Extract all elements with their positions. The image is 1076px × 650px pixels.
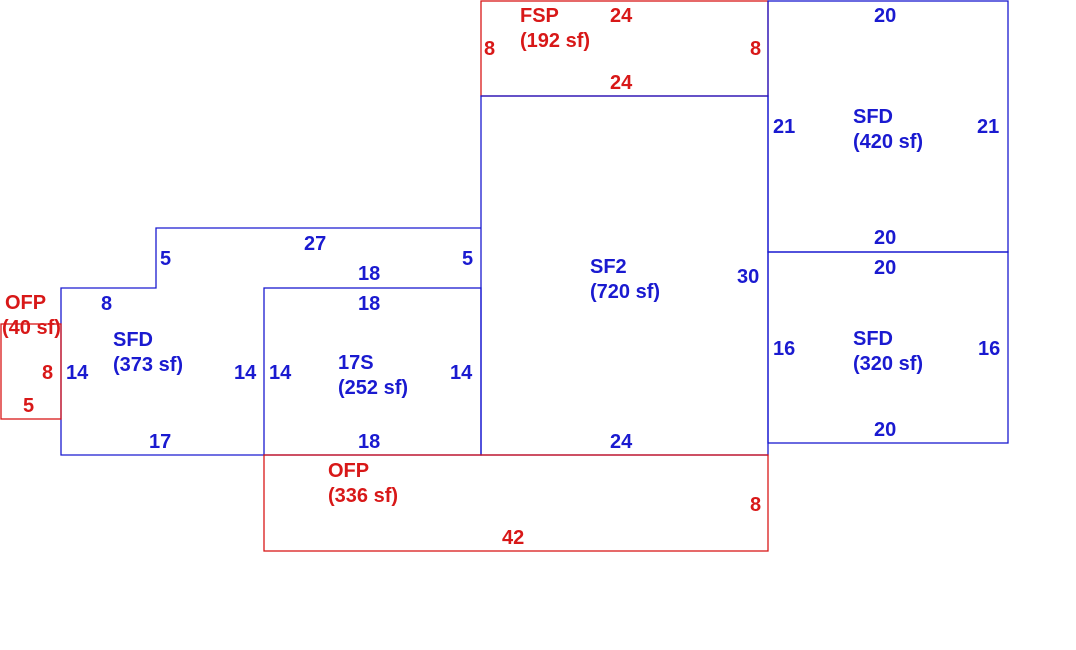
sfd-left-dim-step-right: 5 xyxy=(462,248,473,270)
s17-dim-left: 14 xyxy=(269,362,292,384)
ofp-bottom-code-label: OFP xyxy=(328,460,369,482)
s17-code-label: 17S xyxy=(338,352,374,374)
s17-area-label: (252 sf) xyxy=(338,377,408,399)
sf2-dim-right: 30 xyxy=(737,266,759,288)
sfd-rb-dim-right: 16 xyxy=(978,338,1000,360)
s17-dim-bottom: 18 xyxy=(358,431,380,453)
sfd-rt-code-label: SFD xyxy=(853,106,893,128)
sfd-rt-dim-top: 20 xyxy=(874,5,896,27)
s17-dim-top-outer: 18 xyxy=(358,263,380,285)
sfd-rb-dim-bottom: 20 xyxy=(874,419,896,441)
fsp-dim-left: 8 xyxy=(484,38,495,60)
sfd-left-dim-top-long: 27 xyxy=(304,233,326,255)
sf2-dim-bottom: 24 xyxy=(610,431,633,453)
sfd-rt-area-label: (420 sf) xyxy=(853,131,923,153)
sfd-rt-dim-left: 21 xyxy=(773,116,795,138)
sf2-code-label: SF2 xyxy=(590,256,627,278)
sfd-left-code-label: SFD xyxy=(113,329,153,351)
ofp-left-area-label: (40 sf) xyxy=(2,317,61,339)
sfd-left-dim-left: 14 xyxy=(66,362,89,384)
s17-dim-right: 14 xyxy=(450,362,473,384)
s17-dim-top: 18 xyxy=(358,293,380,315)
sfd-left-dim-bottom: 17 xyxy=(149,431,171,453)
sf2-area-label: (720 sf) xyxy=(590,281,660,303)
fsp-dim-right: 8 xyxy=(750,38,761,60)
ofp-bottom-dim-bottom: 42 xyxy=(502,527,524,549)
ofp-left-code-label: OFP xyxy=(5,292,46,314)
ofp-left-dim-right: 8 xyxy=(42,362,53,384)
sfd-rt-dim-right: 21 xyxy=(977,116,999,138)
sfd-rb-area-label: (320 sf) xyxy=(853,353,923,375)
sfd-rb-code-label: SFD xyxy=(853,328,893,350)
ofp-left-dim-bottom: 5 xyxy=(23,395,34,417)
ofp-bottom-outline xyxy=(263,454,769,552)
ofp-bottom-dim-right: 8 xyxy=(750,494,761,516)
sfd-rb-dim-top: 20 xyxy=(874,257,896,279)
sfd-left-dim-step-left: 5 xyxy=(160,248,171,270)
ofp-left-outline xyxy=(0,323,62,420)
sfd-left-area-label: (373 sf) xyxy=(113,354,183,376)
fsp-dim-bottom: 24 xyxy=(610,72,633,94)
fsp-area-label: (192 sf) xyxy=(520,30,590,52)
fsp-code-label: FSP xyxy=(520,5,559,27)
fsp-dim-top: 24 xyxy=(610,5,633,27)
sfd-rt-dim-bottom: 20 xyxy=(874,227,896,249)
sfd-left-dim-top-short: 8 xyxy=(101,293,112,315)
sfd-left-dim-right: 14 xyxy=(234,362,257,384)
sfd-left-outline xyxy=(60,227,481,456)
sfd-rb-dim-left: 16 xyxy=(773,338,795,360)
ofp-bottom-area-label: (336 sf) xyxy=(328,485,398,507)
